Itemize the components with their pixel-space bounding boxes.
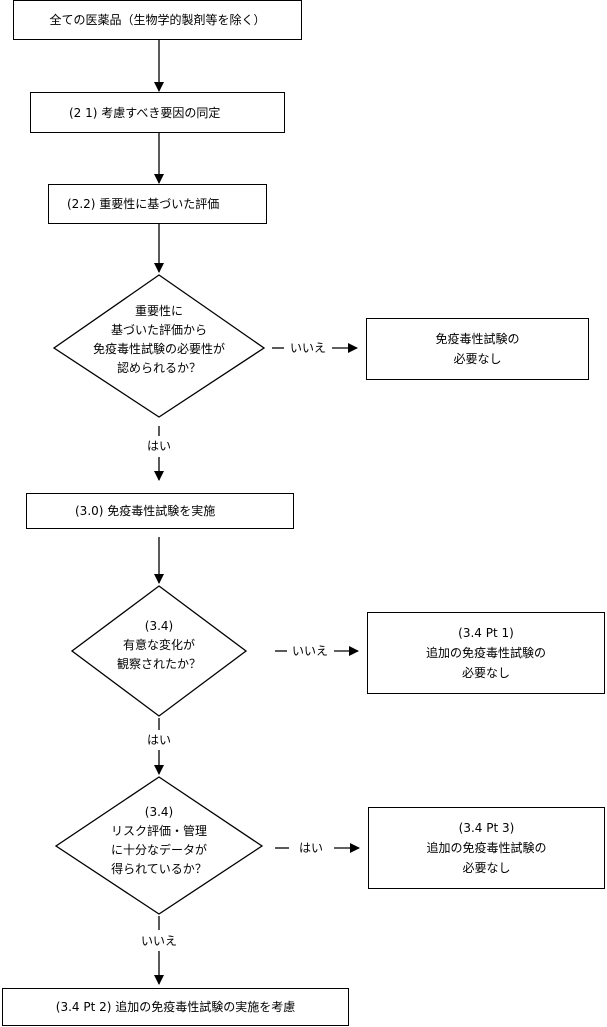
decision-1-yes-label: はい xyxy=(146,439,171,453)
decision-2-yes-label: はい xyxy=(146,733,171,747)
decision-diamond-3 xyxy=(54,776,264,915)
result-3-line-2: 追加の免疫毒性試験の xyxy=(426,841,547,855)
result-2-line-1: (3.4 Pt 1) xyxy=(458,626,514,640)
decision-3-no-label: いいえ xyxy=(140,934,177,948)
decision-diamond-1 xyxy=(52,274,266,418)
result-1-line-2: 必要なし xyxy=(453,352,502,366)
decision-2-text: (3.4) 有意な変化が 観察されたか？ xyxy=(79,617,239,674)
result-2-line-2: 追加の免疫毒性試験の xyxy=(425,646,546,660)
decision-1-line-4: 認められるか？ xyxy=(116,361,201,375)
decision-2-line-3: 観察されたか？ xyxy=(116,657,201,671)
start-text: 全ての医薬品（生物学的製剤等を除く） xyxy=(49,13,266,27)
decision-2-no-label: いいえ xyxy=(291,644,328,658)
step-2-1-box: (2 1) 考慮すべき要因の同定 xyxy=(30,92,285,133)
result-3-line-1: (3.4 Pt 3) xyxy=(458,821,515,835)
decision-3-line-2: リスク評価・管理 xyxy=(110,824,207,838)
start-box: 全ての医薬品（生物学的製剤等を除く） xyxy=(13,0,302,40)
step-2-2-text: (2.2) 重要性に基づいた評価 xyxy=(67,197,220,211)
decision-1-text: 重要性に 基づいた評価から 免疫毒性試験の必要性が 認められるか？ xyxy=(59,302,259,378)
step-2-1-text: (2 1) 考慮すべき要因の同定 xyxy=(69,105,221,120)
end-text: (3.4 Pt 2) 追加の免疫毒性試験の実施を考慮 xyxy=(55,1000,296,1014)
decision-3-text: (3.4) リスク評価・管理 に十分なデータが 得られているか？ xyxy=(69,803,249,879)
decision-3-line-3: に十分なデータが xyxy=(110,843,207,857)
result-1-box: 免疫毒性試験の 必要なし xyxy=(366,318,589,380)
result-2-box: (3.4 Pt 1) 追加の免疫毒性試験の 必要なし xyxy=(367,612,605,694)
step-3-0-box: (3.0) 免疫毒性試験を実施 xyxy=(26,493,294,529)
decision-1-line-1: 重要性に xyxy=(134,304,183,318)
result-1-line-1: 免疫毒性試験の xyxy=(435,332,520,346)
step-2-2-box: (2.2) 重要性に基づいた評価 xyxy=(48,184,267,224)
result-2-line-3: 必要なし xyxy=(461,666,510,680)
decision-2-line-1: (3.4) xyxy=(144,619,174,633)
result-3-box: (3.4 Pt 3) 追加の免疫毒性試験の 必要なし xyxy=(368,807,605,889)
result-3-line-3: 必要なし xyxy=(462,861,511,875)
decision-diamond-2 xyxy=(70,585,248,717)
decision-1-line-2: 基づいた評価から xyxy=(110,323,207,337)
decision-1-line-3: 免疫毒性試験の必要性が xyxy=(92,342,225,356)
decision-2-line-2: 有意な変化が xyxy=(122,638,195,652)
decision-1-no-label: いいえ xyxy=(289,341,326,355)
end-box: (3.4 Pt 2) 追加の免疫毒性試験の実施を考慮 xyxy=(2,988,349,1026)
step-3-0-text: (3.0) 免疫毒性試験を実施 xyxy=(75,504,216,518)
decision-3-line-4: 得られているか？ xyxy=(111,862,207,876)
decision-3-line-1: (3.4) xyxy=(144,805,174,819)
decision-3-yes-label: はい xyxy=(298,841,323,855)
